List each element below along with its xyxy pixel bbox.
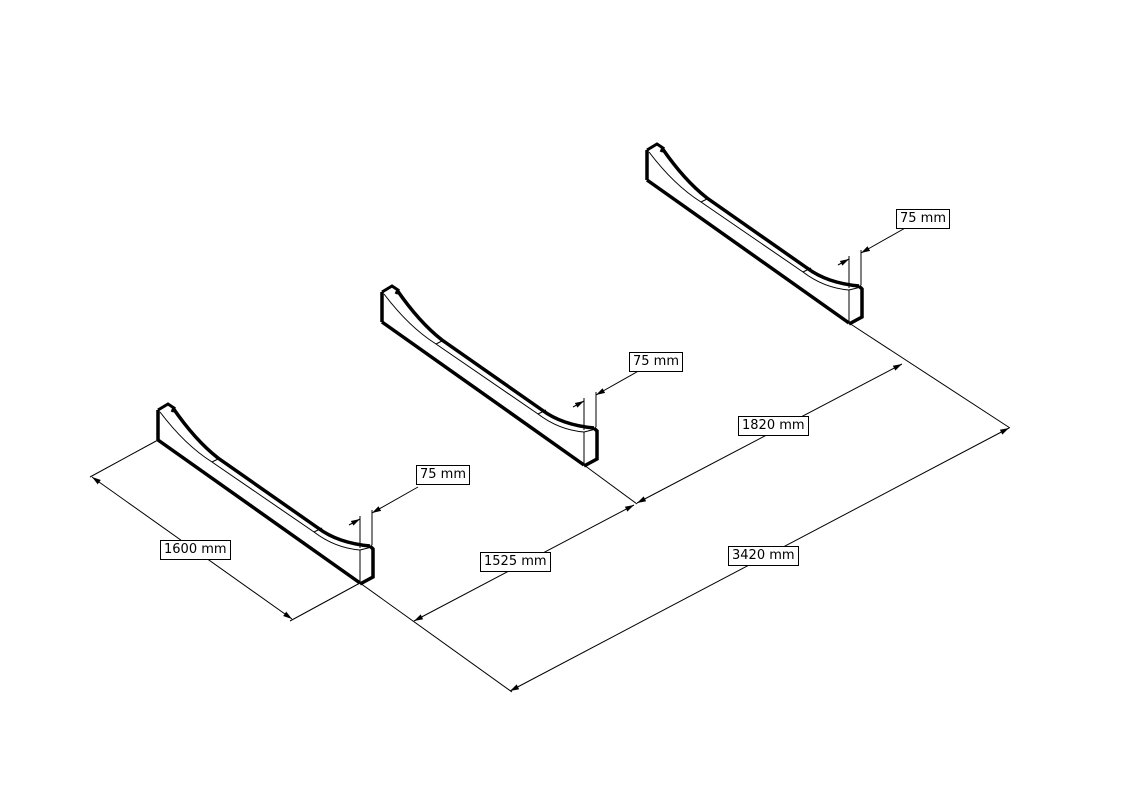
spacing-2-label: 1820 mm bbox=[738, 416, 809, 436]
beam-front-height-label: 75 mm bbox=[416, 465, 471, 485]
extension-lines bbox=[359, 322, 1011, 693]
spacing-1-label: 1525 mm bbox=[480, 552, 551, 572]
beam-length-label: 1600 mm bbox=[160, 540, 231, 560]
beam-back bbox=[647, 144, 907, 324]
beam-middle bbox=[382, 286, 642, 466]
beam-back-height-label: 75 mm bbox=[896, 209, 951, 229]
beam-middle-height-label: 75 mm bbox=[629, 352, 684, 372]
total-span-label: 3420 mm bbox=[728, 546, 799, 566]
